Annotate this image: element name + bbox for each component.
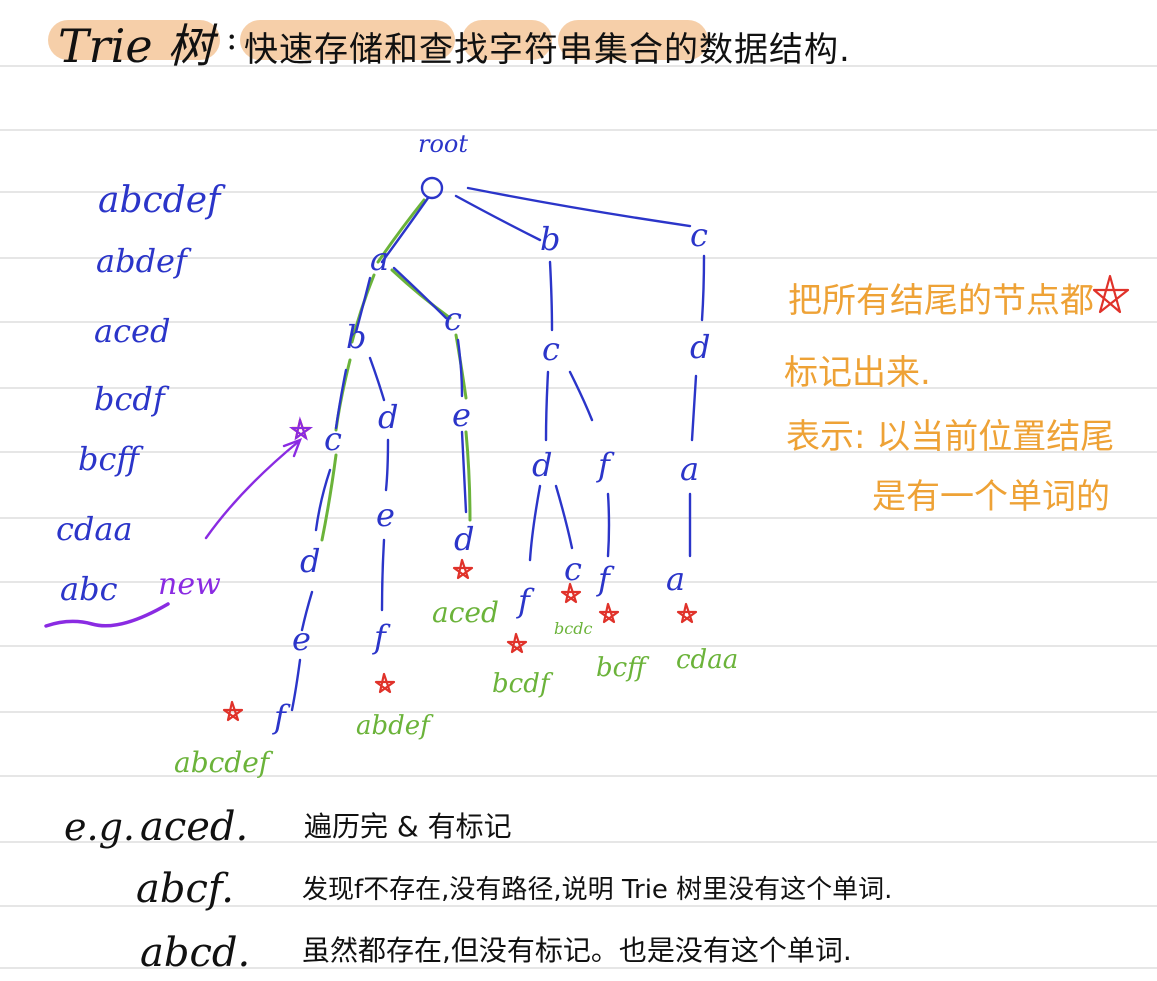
example-word: abcd.	[140, 930, 250, 976]
edge-c2-d	[700, 254, 706, 322]
node-bcff: f	[596, 560, 615, 598]
node-abcd: d	[300, 542, 320, 580]
node-abde: e	[376, 496, 395, 534]
node-cdaa: a	[666, 560, 685, 598]
new-word-arrowhead	[282, 437, 303, 458]
node-bc: c	[542, 330, 560, 368]
star-mark-cdaa	[676, 602, 698, 624]
node-ace: e	[452, 396, 471, 434]
star-mark-bcff	[598, 602, 620, 624]
node-abc: c	[324, 420, 342, 458]
star-mark-abcdef	[222, 700, 244, 722]
edge-d5-c	[554, 484, 574, 550]
node-bcdc: c	[564, 550, 582, 588]
edge-d5-f	[528, 484, 542, 562]
edge-d4-a	[690, 374, 698, 442]
title-highlight	[48, 20, 220, 60]
edge-root-c	[466, 186, 692, 228]
star-mark-note	[1092, 274, 1130, 314]
path-highlight-root-a	[376, 198, 426, 264]
word-list-item: bcff	[78, 440, 144, 478]
end-label-cdaa: cdaa	[676, 645, 738, 675]
node-ac: c	[444, 300, 462, 338]
end-label-bcdf: bcdf	[492, 669, 554, 699]
title-colon: :	[226, 18, 238, 58]
edge-root-b	[454, 194, 542, 242]
star-mark-abc-overlay	[288, 416, 314, 441]
edge-c3-f	[568, 370, 594, 422]
path-highlight-c-d	[320, 453, 338, 542]
example-word: aced.	[140, 804, 248, 850]
node-aced: d	[454, 520, 474, 558]
example-explanation: 虽然都存在,但没有标记。也是没有这个单词.	[302, 934, 852, 967]
node-bcd: d	[532, 446, 552, 484]
node-b: b	[540, 220, 560, 258]
note-line-1: 把所有结尾的节点都	[788, 281, 1094, 321]
title-description: 快速存储和查找字符串集合的数据结构.	[244, 30, 851, 70]
node-bcdf: f	[516, 582, 535, 620]
new-word-arrow	[204, 440, 300, 540]
note-line-2: 标记出来.	[784, 353, 931, 393]
node-abdef: f	[372, 618, 391, 656]
page-title: Trie 树	[58, 19, 214, 73]
end-label-aced: aced	[432, 596, 499, 629]
edge-c3-d	[544, 370, 550, 442]
edge-e3-f	[290, 658, 302, 712]
desc-highlight-2	[462, 20, 552, 60]
note-line-4: 是有一个单词的	[872, 477, 1110, 517]
end-label-abcdef: abcdef	[174, 746, 274, 779]
end-label-abdef: abdef	[356, 711, 434, 741]
eg-label: e.g.	[64, 805, 135, 849]
word-list-item: abdef	[96, 242, 192, 280]
edge-f-f	[606, 492, 611, 558]
node-abcdef: f	[272, 698, 291, 736]
edge-c-e	[456, 338, 464, 398]
node-c: c	[690, 216, 708, 254]
root-node	[420, 176, 444, 200]
star-mark-bcdf	[506, 632, 528, 654]
word-list-item: cdaa	[56, 510, 133, 548]
edge-c-d2	[314, 468, 332, 532]
node-a: a	[370, 240, 389, 278]
edge-e-d3	[460, 430, 468, 514]
node-bcf: f	[596, 446, 615, 484]
edge-d-e	[384, 438, 390, 492]
end-label-bcdc: bcdc	[554, 619, 592, 638]
edge-b-d	[368, 356, 386, 402]
end-label-bcff: bcff	[596, 653, 650, 683]
example-explanation: 发现f不存在,没有路径,说明 Trie 树里没有这个单词.	[302, 875, 892, 905]
root-label: root	[418, 130, 468, 158]
edge-a-c	[392, 266, 448, 320]
desc-highlight-3	[558, 20, 708, 60]
word-list-item: aced	[94, 312, 170, 350]
new-word-underline	[44, 602, 170, 628]
node-abcde: e	[292, 620, 311, 658]
new-word-label: new	[158, 567, 221, 602]
node-cd: d	[690, 328, 710, 366]
node-ab: b	[346, 318, 366, 356]
desc-highlight-1	[240, 20, 455, 60]
edge-root-a	[380, 196, 430, 264]
edge-d2-e	[300, 590, 314, 632]
star-mark-bcdc	[560, 582, 582, 604]
word-list-item: abcdef	[98, 180, 226, 221]
example-word: abcf.	[136, 866, 234, 912]
word-list-new-word: abc	[60, 570, 118, 608]
edge-a-b	[354, 276, 372, 334]
node-abd: d	[378, 398, 398, 436]
note-line-3: 表示: 以当前位置结尾	[786, 417, 1114, 457]
star-mark-aced	[452, 558, 474, 580]
edge-e2-f	[380, 538, 386, 612]
edge-b2-c	[548, 260, 554, 332]
edge-b-c	[334, 368, 348, 430]
word-list-item: bcdf	[94, 380, 170, 418]
example-explanation: 遍历完 & 有标记	[304, 810, 512, 843]
path-highlight-e-d	[464, 430, 472, 522]
path-highlight-a-c	[390, 268, 452, 320]
star-mark-abdef	[374, 672, 396, 694]
node-cda: a	[680, 450, 699, 488]
